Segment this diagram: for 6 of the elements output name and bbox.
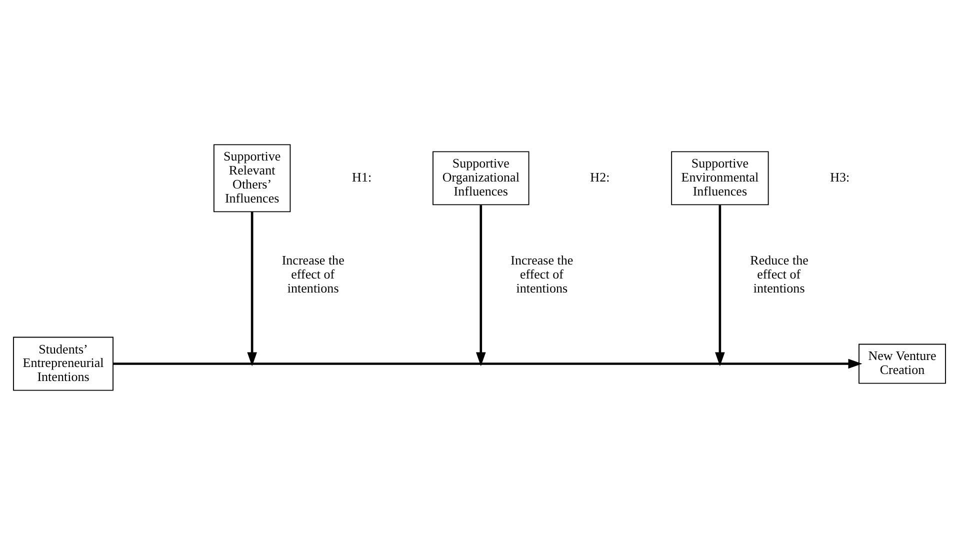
edge-label: Reduce the effect of intentions (750, 252, 808, 295)
label: H1: (352, 169, 372, 184)
edge-label: Increase the effect of intentions (510, 252, 574, 295)
edge-label: Increase the effect of intentions (282, 252, 344, 295)
label: H3: (830, 169, 850, 184)
label: H2: (590, 169, 610, 184)
